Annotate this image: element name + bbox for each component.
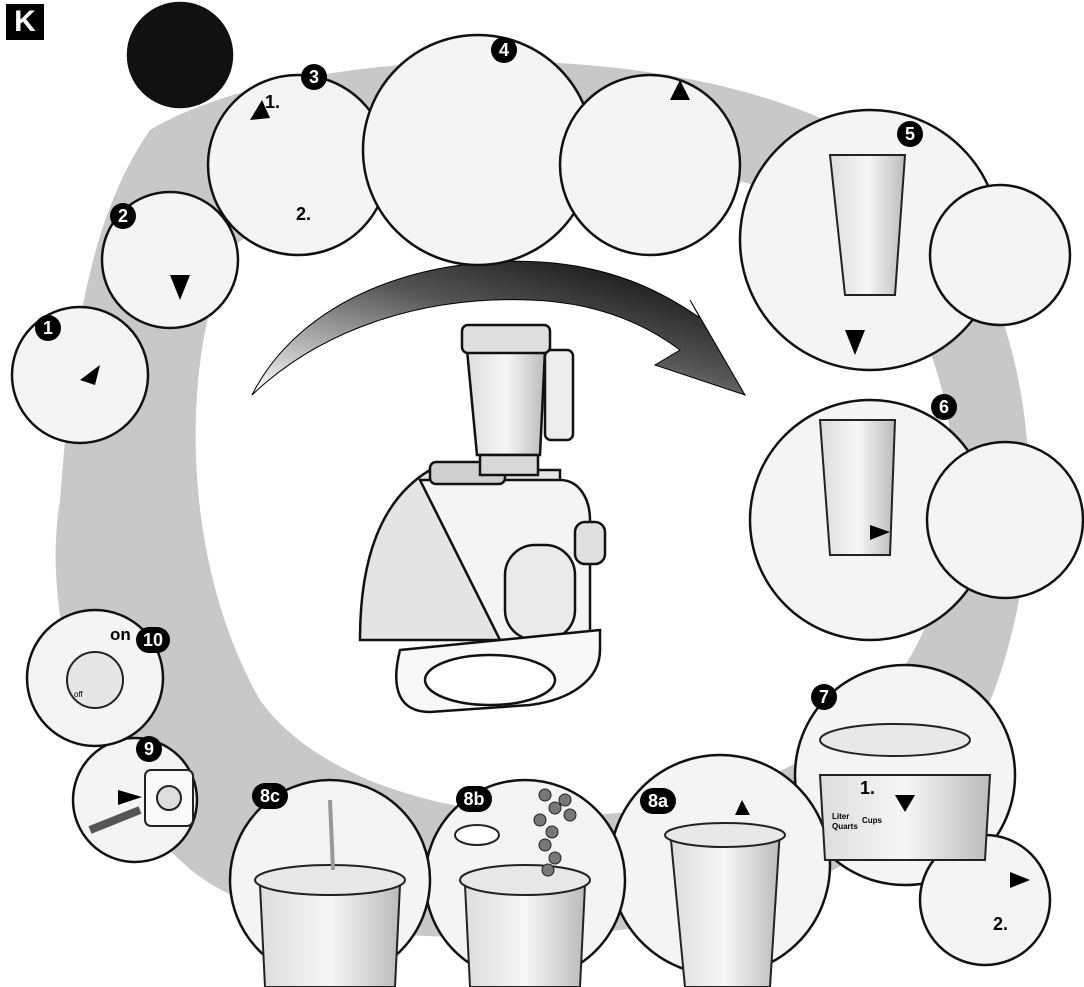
step-8c-liquid [328,799,335,871]
step-label-10: 10 [136,627,170,653]
step-label-8b: 8b [456,786,492,812]
step-4-frame [361,33,595,267]
step-label-7: 7 [811,684,837,710]
step-label-3: 3 [301,64,327,90]
switch-on-label: on [110,625,131,644]
step-5-inset-frame [928,183,1072,327]
step-label-1: 1 [35,315,61,341]
sequence-arrow [251,260,747,396]
direction-arrows [80,80,1030,888]
step-7-jug [818,774,992,861]
step-3-inset-frame [126,1,234,109]
food-processor-main [358,323,607,714]
step-8b-jug [463,884,587,987]
jug-quarts-label: Quarts [832,822,858,831]
step-6-inset-frame [925,440,1084,600]
measuring-cup [454,824,500,846]
step-6-jug [818,419,897,556]
step-8c-jug [258,884,402,987]
step-label-9: 9 [136,736,162,762]
step-7-lid [819,723,971,757]
step-label-8c: 8c [252,783,288,809]
step-label-2: 2 [110,203,136,229]
step7-second-action: 2. [993,914,1009,934]
jug-liter-label: Liter [832,812,850,821]
panel-letter: K [6,4,44,40]
switch-off-label: off [74,690,83,699]
step-4-inset-frame [558,73,742,257]
step-8b-ingredients [533,788,577,877]
step3-second-action: 2. [296,204,312,224]
step-label-5: 5 [897,121,923,147]
step3-first-action: 1. [265,92,281,112]
step7-first-action: 1. [860,778,876,798]
jug-cups-label: Cups [862,816,882,825]
step-8c-lid [254,864,406,896]
power-plug [88,806,142,834]
step-2-frame [100,190,240,330]
step-5-jug [828,154,907,296]
step-8a-jug [668,829,782,987]
step-label-6: 6 [931,394,957,420]
step-1-frame [10,305,150,445]
speed-dial [66,651,124,709]
step-8a-lid [664,822,786,848]
background-swirl [55,61,1030,938]
step-8b-lid [459,864,591,896]
step-3-frame [206,73,390,257]
step-label-8a: 8a [640,788,676,814]
step-label-4: 4 [491,37,517,63]
